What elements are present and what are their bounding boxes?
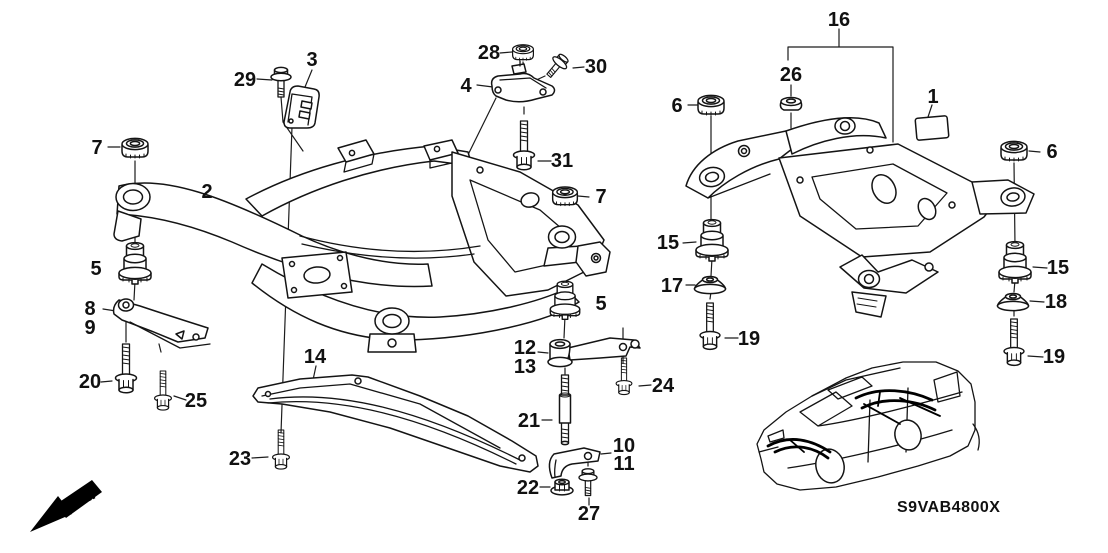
vehicle-locator-illustration <box>756 361 980 491</box>
callout-18[interactable]: 18 <box>1045 291 1067 313</box>
bolt-23-icon <box>272 429 290 470</box>
mounting-bushing-5-left-icon <box>118 241 152 285</box>
stopper-washer-18-icon <box>996 292 1030 312</box>
callout-14[interactable]: 14 <box>304 346 327 368</box>
stay-bracket-12-13-icon <box>547 337 641 368</box>
callout-15-right[interactable]: 15 <box>1047 257 1069 279</box>
bolt-19-right-icon <box>1003 318 1025 367</box>
callout-7-right[interactable]: 7 <box>595 186 606 208</box>
callout-1[interactable]: 1 <box>927 86 938 108</box>
flange-nut-6-right-icon <box>1000 140 1028 162</box>
bolt-24-icon <box>615 357 633 396</box>
callout-16[interactable]: 16 <box>828 9 850 31</box>
front-crossmember-art <box>252 374 539 473</box>
flange-nut-22-icon <box>550 478 574 496</box>
bolt-25-icon <box>154 370 172 411</box>
callout-13[interactable]: 13 <box>514 356 536 378</box>
callout-19-right[interactable]: 19 <box>1043 346 1065 368</box>
flange-nut-7-right-icon <box>551 186 579 207</box>
callout-29[interactable]: 29 <box>234 69 256 91</box>
front-subframe-art <box>113 139 611 353</box>
callout-5-left[interactable]: 5 <box>90 258 101 280</box>
callout-10[interactable]: 10 <box>613 435 635 457</box>
bolt-30-icon <box>541 50 573 82</box>
callout-17[interactable]: 17 <box>661 275 683 297</box>
grommet-26-icon <box>779 96 803 111</box>
transmission-mount-bracket-4-icon <box>490 60 556 103</box>
callout-7-left[interactable]: 7 <box>91 137 102 159</box>
callout-12[interactable]: 12 <box>514 337 536 359</box>
callout-27[interactable]: 27 <box>578 503 600 525</box>
bolt-31-icon <box>512 120 536 171</box>
callout-6-right[interactable]: 6 <box>1046 141 1057 163</box>
highlighted-subframes <box>766 389 941 460</box>
flange-nut-28-icon <box>511 44 535 62</box>
callout-6-left[interactable]: 6 <box>671 95 682 117</box>
bolt-20-icon <box>114 343 138 394</box>
callout-4[interactable]: 4 <box>460 75 472 97</box>
callout-31[interactable]: 31 <box>551 150 573 172</box>
diagram-code: S9VAB4800X <box>897 499 1000 516</box>
callout-2[interactable]: 2 <box>201 181 212 203</box>
flange-nut-7-left-icon <box>121 137 149 159</box>
id-label-plate-1-icon <box>914 115 950 141</box>
callout-19-left[interactable]: 19 <box>738 328 760 350</box>
callout-9[interactable]: 9 <box>84 317 95 339</box>
callout-26[interactable]: 26 <box>780 64 802 86</box>
callout-3[interactable]: 3 <box>306 49 317 71</box>
callout-20[interactable]: 20 <box>79 371 101 393</box>
callout-25[interactable]: 25 <box>185 390 207 412</box>
callout-11[interactable]: 11 <box>613 453 634 475</box>
engine-mount-rubber-3-icon <box>283 85 320 129</box>
mounting-bushing-15-left-icon <box>695 218 729 262</box>
callout-22[interactable]: 22 <box>517 477 539 499</box>
callout-28[interactable]: 28 <box>478 42 500 64</box>
stopper-washer-17-icon <box>693 275 727 295</box>
bolt-19-left-icon <box>699 302 721 351</box>
callout-8[interactable]: 8 <box>84 298 95 320</box>
callout-15-left[interactable]: 15 <box>657 232 679 254</box>
fr-direction-arrow: FR. <box>30 480 102 532</box>
bolt-27-icon <box>578 468 598 497</box>
flange-nut-6-left-icon <box>697 94 725 116</box>
mounting-bushing-15-right-icon <box>998 240 1032 284</box>
callout-30[interactable]: 30 <box>585 56 607 78</box>
stud-bolt-21-icon <box>558 374 572 446</box>
elbow-bracket-10-11-icon <box>548 447 601 479</box>
bolt-29-icon <box>270 66 292 98</box>
callout-23[interactable]: 23 <box>229 448 251 470</box>
front-lower-bracket-8-9-icon <box>112 298 211 349</box>
callout-24[interactable]: 24 <box>652 375 675 397</box>
callout-21[interactable]: 21 <box>518 410 540 432</box>
callout-5-right[interactable]: 5 <box>595 293 606 315</box>
rear-subframe-art <box>685 117 1035 318</box>
